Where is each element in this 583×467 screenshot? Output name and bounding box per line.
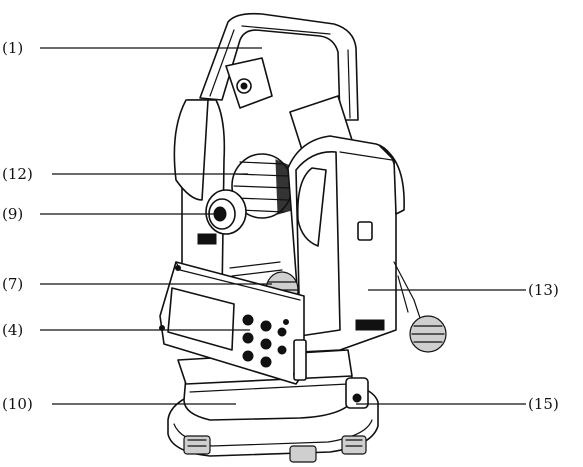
callout-10: (10) [2,395,33,413]
total-station-illustration [159,12,447,463]
tangent-screw [393,261,447,353]
leveling-screw-right [341,435,367,455]
callout-12: (12) [2,165,33,183]
leveling-screw-left [183,435,211,455]
callout-9: (9) [2,205,23,223]
lcd-screen [167,287,235,351]
callout-13: (13) [528,281,559,299]
tribrach-clamp [345,377,369,409]
callout-15: (15) [528,395,559,413]
keypad [242,314,287,368]
callout-7: (7) [2,275,23,293]
leader-lines [40,47,526,405]
callout-1: (1) [2,39,23,57]
eyepiece [205,189,247,235]
focusing-ring [231,153,293,219]
callout-labels: (1) (12) (9) (7) (4) (10) (13) (15) [2,39,559,413]
leveling-screw-front [289,445,317,463]
callout-4: (4) [2,321,23,339]
optical-sight [225,57,273,109]
